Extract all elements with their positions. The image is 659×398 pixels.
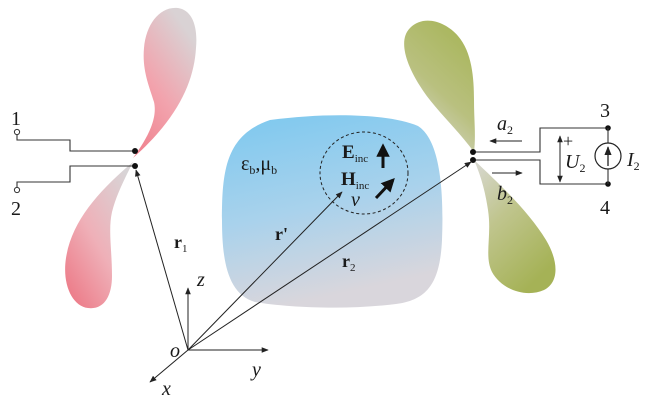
- vector-r-prime: [187, 191, 343, 351]
- E-inc-label: Einc: [342, 142, 368, 165]
- z-axis-label: z: [196, 269, 205, 291]
- port-4-label: 4: [600, 197, 610, 219]
- port-2-wire: [16, 165, 135, 188]
- b2-label: b2: [497, 183, 513, 207]
- port-2-label: 2: [11, 198, 21, 220]
- H-inc-label: Hinc: [341, 169, 369, 192]
- port-3-wire: [473, 127, 608, 153]
- port-2-terminal: [13, 186, 21, 194]
- volume-boundary: [319, 131, 409, 215]
- U2-label: U2: [565, 151, 585, 175]
- vector-r2: [187, 161, 472, 351]
- medium-region: [222, 115, 443, 308]
- right-antenna-upper: [404, 20, 475, 153]
- I2-label: I2: [626, 149, 640, 173]
- left-antenna-lower: [65, 162, 133, 309]
- r-prime-label: r': [275, 224, 288, 244]
- right-antenna-lower: [474, 160, 556, 294]
- volume-label: v: [351, 189, 360, 211]
- x-axis-label: x: [161, 378, 171, 398]
- medium-label: εb,μb: [241, 153, 277, 177]
- port-1-terminal: [13, 128, 21, 136]
- voltage-plus-sign: +: [563, 131, 573, 151]
- y-axis-label: y: [250, 359, 261, 381]
- origin-label: o: [170, 340, 180, 362]
- left-antenna-upper: [133, 7, 197, 158]
- port-4-wire: [473, 159, 608, 185]
- H-field-arrow: [374, 178, 395, 200]
- right-feed-dot-top: [470, 149, 476, 155]
- port-1-wire: [16, 134, 135, 152]
- left-feed-dot-bottom: [132, 163, 138, 169]
- right-feed-dot-bottom: [470, 157, 476, 163]
- x-axis: [149, 349, 189, 383]
- port-3-label: 3: [600, 100, 610, 122]
- r1-label: r1: [174, 232, 188, 255]
- left-feed-dot-top: [132, 148, 138, 154]
- vector-r1: [135, 169, 189, 351]
- a2-label: a2: [497, 113, 513, 137]
- r2-label: r2: [342, 251, 356, 274]
- port-1-label: 1: [11, 108, 21, 130]
